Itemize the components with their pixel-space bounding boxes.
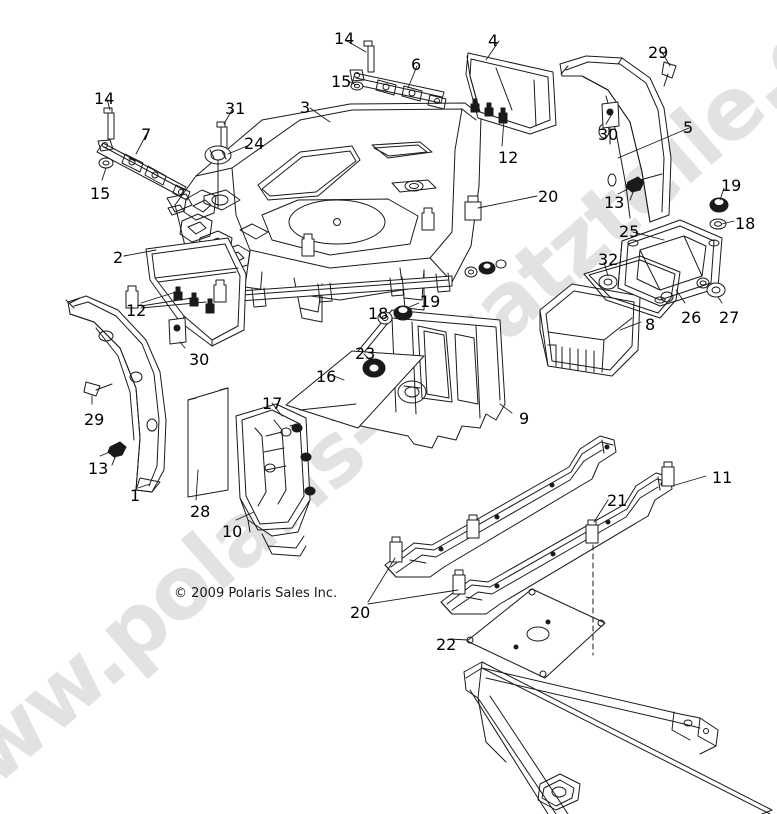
callout-14: 14 <box>94 89 115 108</box>
callout-12: 12 <box>126 301 147 320</box>
callout-2: 2 <box>113 248 124 267</box>
callout-21: 21 <box>607 491 628 510</box>
callout-15: 15 <box>331 72 352 91</box>
part-7-brace <box>96 139 191 201</box>
callout-14: 14 <box>334 29 355 48</box>
callout-11: 11 <box>712 468 733 487</box>
part-6-brace <box>349 69 447 110</box>
part-1-fender <box>65 295 167 493</box>
part-25-cover <box>617 219 723 307</box>
callout-27: 27 <box>719 308 740 327</box>
callout-3: 3 <box>300 98 311 117</box>
frame-a-arm <box>463 661 773 814</box>
hardware-fasteners <box>83 40 729 656</box>
callout-31: 31 <box>225 99 246 118</box>
copyright-notice: © 2009 Polaris Sales Inc. <box>174 586 338 601</box>
part-26-gasket <box>583 255 681 319</box>
callout-28: 28 <box>190 502 211 521</box>
callout-4: 4 <box>488 31 499 50</box>
part-16-panel <box>285 350 425 429</box>
callout-16: 16 <box>316 367 337 386</box>
callout-13: 13 <box>604 193 625 212</box>
part-3-cab-floor <box>166 102 482 323</box>
part-9-cargo-box <box>329 309 506 449</box>
callout-7: 7 <box>141 125 152 144</box>
callout-1: 1 <box>130 486 141 505</box>
callout-30: 30 <box>598 125 619 144</box>
callout-29: 29 <box>84 410 105 429</box>
part-22-plate <box>466 588 606 679</box>
callout-22: 22 <box>436 635 457 654</box>
callout-17: 17 <box>262 394 283 413</box>
callout-13: 13 <box>88 459 109 478</box>
callout-19: 19 <box>721 176 742 195</box>
part-11-rail-rear <box>384 435 617 578</box>
callout-32: 32 <box>598 250 619 269</box>
leader-lines <box>91 40 735 641</box>
callout-23: 23 <box>355 344 376 363</box>
callout-9: 9 <box>519 409 530 428</box>
callout-24: 24 <box>244 134 265 153</box>
callout-25: 25 <box>619 222 640 241</box>
callout-26: 26 <box>681 308 702 327</box>
part-8-storage-tub <box>539 283 641 377</box>
callout-12: 12 <box>498 148 519 167</box>
callout-18: 18 <box>368 304 389 323</box>
callout-29: 29 <box>648 43 669 62</box>
callout-5: 5 <box>683 118 694 137</box>
callout-20: 20 <box>350 603 371 622</box>
callout-18: 18 <box>735 214 756 233</box>
callout-30: 30 <box>189 350 210 369</box>
callout-20: 20 <box>538 187 559 206</box>
callout-19: 19 <box>420 292 441 311</box>
callout-8: 8 <box>645 315 656 334</box>
part-2-panel <box>145 237 247 347</box>
part-28-panel <box>187 387 229 498</box>
callout-10: 10 <box>222 522 243 541</box>
callout-15: 15 <box>90 184 111 203</box>
callout-6: 6 <box>411 55 422 74</box>
part-17-10-console <box>235 403 316 557</box>
